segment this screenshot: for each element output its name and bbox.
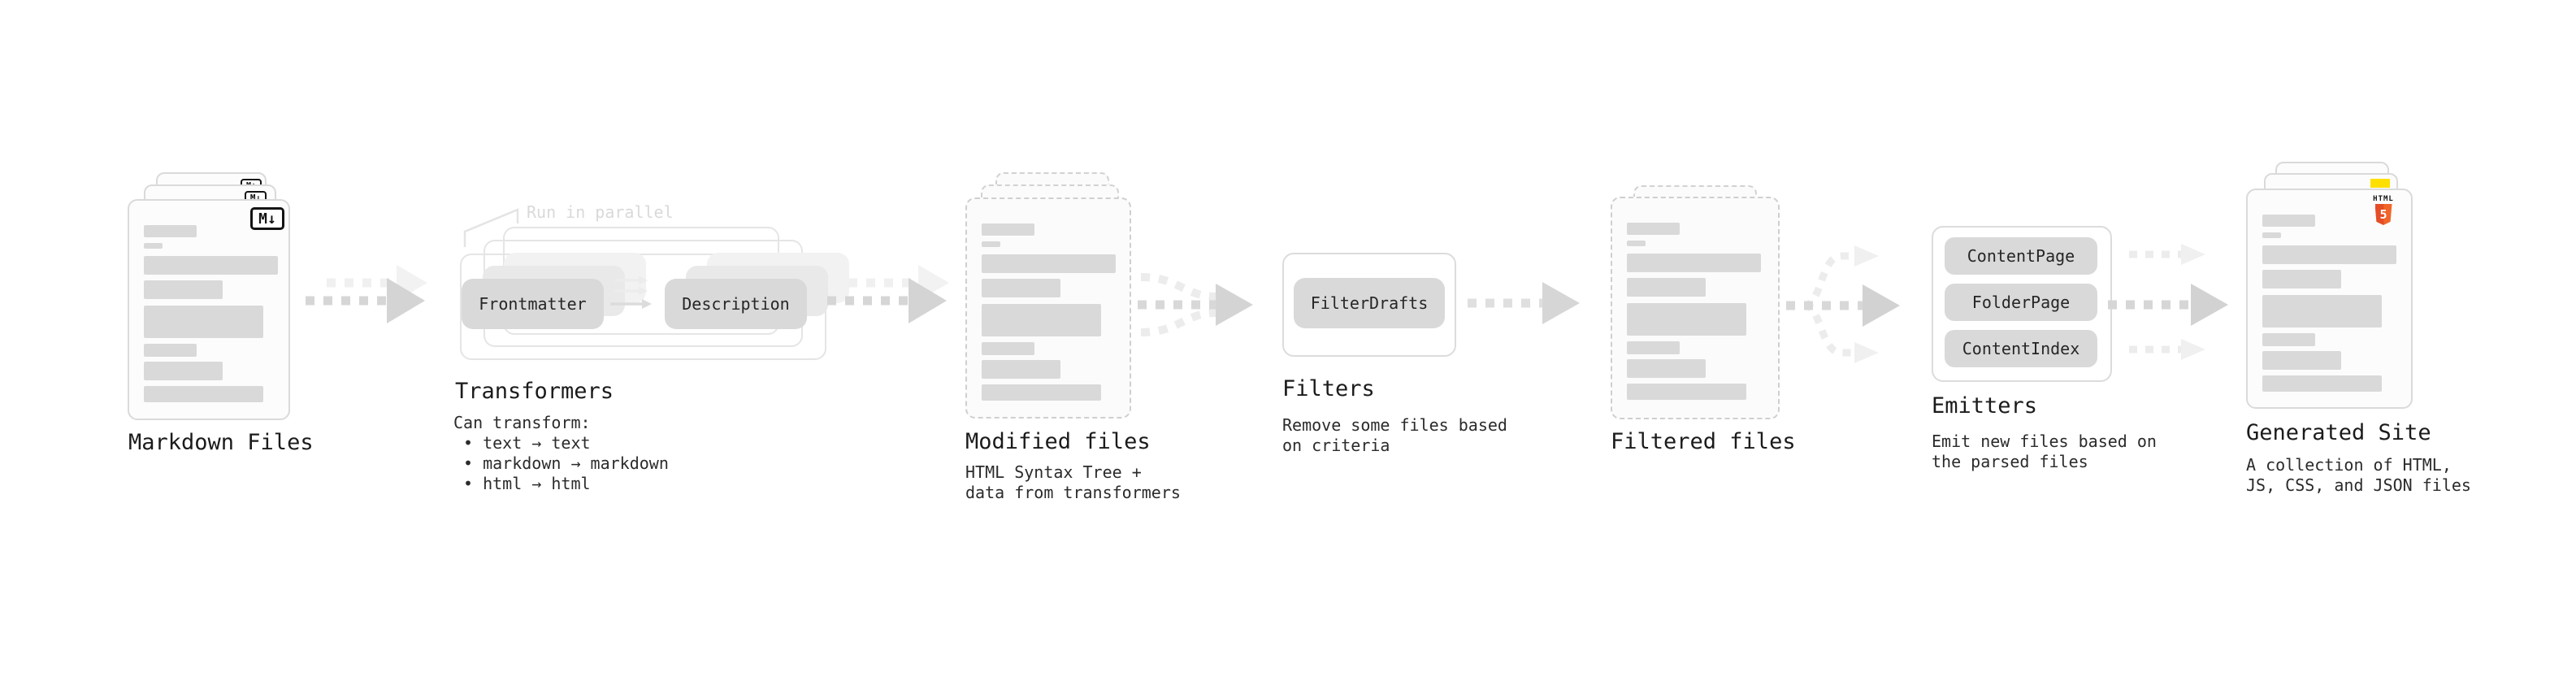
html5-icon: HTML 5 — [2366, 195, 2401, 225]
skeleton-bar — [2262, 270, 2341, 288]
skeleton-bar — [2262, 375, 2382, 392]
skeleton-bar — [1627, 241, 1646, 246]
skeleton-bar — [2262, 351, 2341, 370]
transformers-description: Can transform: • text → text • markdown … — [453, 413, 669, 494]
description-pill: Description — [665, 279, 807, 329]
skeleton-bar — [982, 223, 1034, 236]
subtitle-line: Remove some files based — [1282, 415, 1507, 435]
parallel-arrows-icon — [610, 275, 652, 309]
markdown-files-label: Markdown Files — [128, 430, 314, 455]
modified-files-label: Modified files — [965, 429, 1151, 454]
skeleton-bar — [982, 241, 1000, 247]
skeleton-bar — [982, 279, 1060, 297]
fan-in-arrow-icon — [1138, 273, 1253, 336]
skeleton-bar — [2262, 245, 2396, 264]
skeleton-bar — [982, 342, 1034, 355]
markdown-icon: M↓ — [250, 207, 284, 230]
skeleton-bar — [144, 306, 263, 338]
filtered-file-card — [1611, 197, 1780, 419]
bullet-text-to-text: • text → text — [463, 433, 591, 453]
subtitle-line: Emit new files based on — [1932, 432, 2157, 451]
skeleton-bar — [1627, 384, 1746, 400]
run-in-parallel-note: Run in parallel — [527, 202, 674, 222]
skeleton-bar — [982, 384, 1101, 401]
skeleton-bar — [144, 256, 278, 275]
callout-line — [463, 208, 519, 247]
filters-subtitle: Remove some files based on criteria — [1282, 415, 1507, 456]
subtitle-line: data from transformers — [965, 483, 1181, 502]
emitters-subtitle: Emit new files based on the parsed files — [1932, 432, 2157, 472]
skeleton-bar — [1627, 278, 1706, 297]
triple-dashed-arrow-icon — [2108, 244, 2228, 360]
skeleton-bar — [144, 225, 197, 237]
fan-out-arrow-icon — [1786, 245, 1900, 363]
skeleton-bar — [2262, 232, 2281, 238]
modified-files-subtitle: HTML Syntax Tree + data from transformer… — [965, 462, 1181, 503]
generated-site-card: HTML 5 — [2246, 189, 2413, 409]
subtitle-line: JS, CSS, and JSON files — [2246, 475, 2471, 495]
subtitle-line: the parsed files — [1932, 452, 2088, 471]
can-transform-title: Can transform: — [453, 413, 591, 432]
filterdrafts-pill: FilterDrafts — [1294, 278, 1445, 328]
contentpage-pill: ContentPage — [1945, 237, 2097, 275]
skeleton-bar — [1627, 303, 1746, 336]
skeleton-bar — [144, 243, 163, 249]
double-dashed-arrow-icon — [827, 265, 949, 323]
folderpage-pill: FolderPage — [1945, 284, 2097, 321]
filters-box — [1282, 253, 1456, 357]
skeleton-bar — [982, 304, 1101, 336]
skeleton-bar — [144, 362, 223, 380]
generated-site-label: Generated Site — [2246, 420, 2431, 445]
skeleton-bar — [2262, 333, 2315, 346]
skeleton-bar — [2262, 215, 2315, 227]
dashed-arrow-icon — [1468, 282, 1580, 324]
double-dashed-arrow-icon — [306, 265, 427, 323]
skeleton-bar — [144, 344, 197, 357]
javascript-icon — [2370, 179, 2390, 188]
skeleton-bar — [982, 254, 1116, 273]
skeleton-bar — [144, 280, 223, 299]
subtitle-line: A collection of HTML, — [2246, 455, 2452, 475]
bullet-markdown-to-markdown: • markdown → markdown — [463, 453, 669, 473]
bullet-html-to-html: • html → html — [463, 474, 591, 493]
skeleton-bar — [982, 360, 1060, 379]
skeleton-bar — [2262, 295, 2382, 327]
skeleton-bar — [1627, 341, 1680, 354]
skeleton-bar — [144, 386, 263, 402]
modified-file-card — [965, 197, 1131, 419]
subtitle-line: on criteria — [1282, 436, 1390, 455]
subtitle-line: HTML Syntax Tree + — [965, 462, 1142, 482]
generated-site-subtitle: A collection of HTML, JS, CSS, and JSON … — [2246, 455, 2471, 496]
filters-label: Filters — [1282, 376, 1375, 401]
contentindex-pill: ContentIndex — [1945, 330, 2097, 367]
skeleton-bar — [1627, 223, 1680, 235]
markdown-file-card: M↓ — [128, 199, 290, 420]
skeleton-bar — [1627, 254, 1761, 272]
frontmatter-pill: Frontmatter — [462, 279, 604, 329]
skeleton-bar — [1627, 359, 1706, 378]
emitters-label: Emitters — [1932, 393, 2038, 419]
transformers-label: Transformers — [455, 379, 614, 404]
filtered-files-label: Filtered files — [1611, 429, 1796, 454]
